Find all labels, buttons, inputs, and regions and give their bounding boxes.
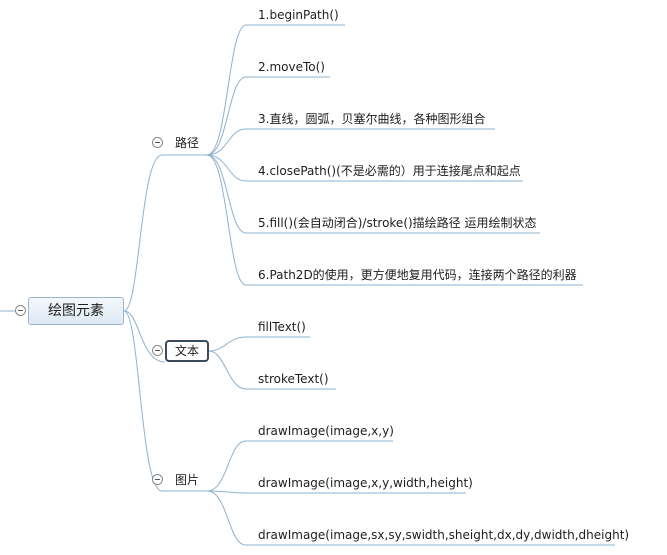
text-branch-connectors (208, 336, 336, 390)
subtopic-path-4[interactable]: 4.closePath()(不是必需的）用于连接尾点和起点 (258, 164, 521, 178)
subtopic-image-1[interactable]: drawImage(image,x,y) (258, 424, 394, 438)
subtopic-image-3[interactable]: drawImage(image,sx,sy,swidth,sheight,dx,… (258, 528, 630, 542)
connector-image-2 (206, 490, 466, 494)
connector-text-2 (208, 350, 336, 390)
image-collapse-icon[interactable] (152, 474, 163, 485)
connector-path-2 (206, 76, 330, 156)
connector-root-path (123, 154, 207, 312)
subtopic-image-2[interactable]: drawImage(image,x,y,width,height) (258, 476, 473, 490)
root-collapse-icon[interactable] (15, 305, 26, 316)
branch-topic-text[interactable]: 文本 (165, 340, 209, 362)
connector-path-4 (206, 154, 523, 182)
connector-root-image (123, 310, 207, 492)
subtopic-text-1[interactable]: fillText() (258, 320, 306, 334)
connector-path-1 (206, 24, 345, 156)
subtopic-path-1[interactable]: 1.beginPath() (258, 8, 339, 22)
subtopic-path-2[interactable]: 2.moveTo() (258, 60, 325, 74)
connector-image-1 (206, 440, 393, 492)
subtopic-text-2[interactable]: strokeText() (258, 372, 329, 386)
image-branch-connectors (206, 440, 615, 546)
connector-path-6 (206, 154, 583, 286)
connector-image-3 (206, 490, 615, 546)
subtopic-path-5[interactable]: 5.fill()(会自动闭合)/stroke()描绘路径 运用绘制状态 (258, 216, 537, 230)
branch-topic-image[interactable]: 图片 (175, 473, 200, 487)
connector-path-3 (206, 128, 495, 156)
text-collapse-icon[interactable] (152, 345, 163, 356)
path-collapse-icon[interactable] (152, 137, 163, 148)
connector-text-1 (208, 336, 310, 352)
connector-root-text (123, 310, 166, 363)
subtopic-path-3[interactable]: 3.直线，圆弧，贝塞尔曲线，各种图形组合 (258, 112, 486, 126)
branch-topic-path[interactable]: 路径 (175, 136, 200, 150)
path-branch-connectors (206, 24, 583, 286)
root-topic[interactable]: 绘图元素 (28, 297, 124, 325)
subtopic-path-6[interactable]: 6.Path2D的使用，更方便地复用代码，连接两个路径的利器 (258, 268, 577, 282)
connector-path-5 (206, 154, 540, 234)
